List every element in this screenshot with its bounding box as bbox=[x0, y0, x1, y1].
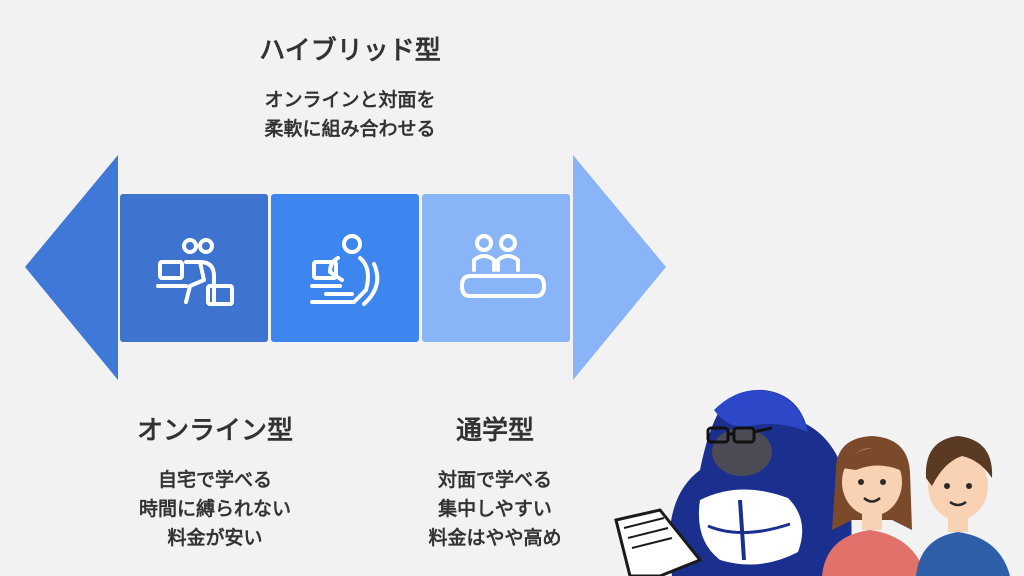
online-title: オンライン型 bbox=[136, 416, 293, 446]
man-icon bbox=[916, 436, 1010, 576]
commute-title: 通学型 bbox=[455, 416, 534, 446]
hybrid-description: オンラインと対面を 柔軟に組み合わせる bbox=[180, 86, 520, 144]
right-arrowhead bbox=[573, 155, 666, 380]
hybrid-desc-line: オンラインと対面を bbox=[264, 89, 436, 111]
online-desc-line: 時間に縛られない bbox=[138, 498, 291, 520]
hybrid-title: ハイブリッド型 bbox=[259, 36, 441, 66]
commute-desc-line: 料金はやや高め bbox=[428, 527, 562, 549]
online-desc-line: 自宅で学べる bbox=[157, 469, 272, 491]
online-desc-line: 料金が安い bbox=[167, 527, 263, 549]
left-arrowhead bbox=[25, 155, 118, 380]
commute-desc-line: 集中しやすい bbox=[438, 498, 552, 520]
woman-icon bbox=[822, 436, 926, 576]
online-description: 自宅で学べる 時間に縛られない 料金が安い bbox=[90, 466, 340, 553]
person-laptop-desk-icon bbox=[156, 238, 234, 306]
people-at-table-icon bbox=[460, 234, 546, 298]
hybrid-desc-line: 柔軟に組み合わせる bbox=[264, 118, 436, 140]
commute-desc-line: 対面で学べる bbox=[437, 469, 552, 491]
middle-box bbox=[271, 194, 419, 342]
person-laptop-chair-icon bbox=[310, 234, 380, 306]
gorilla-icon bbox=[614, 389, 852, 576]
commute-description: 対面で学べる 集中しやすい 料金はやや高め bbox=[370, 466, 620, 553]
